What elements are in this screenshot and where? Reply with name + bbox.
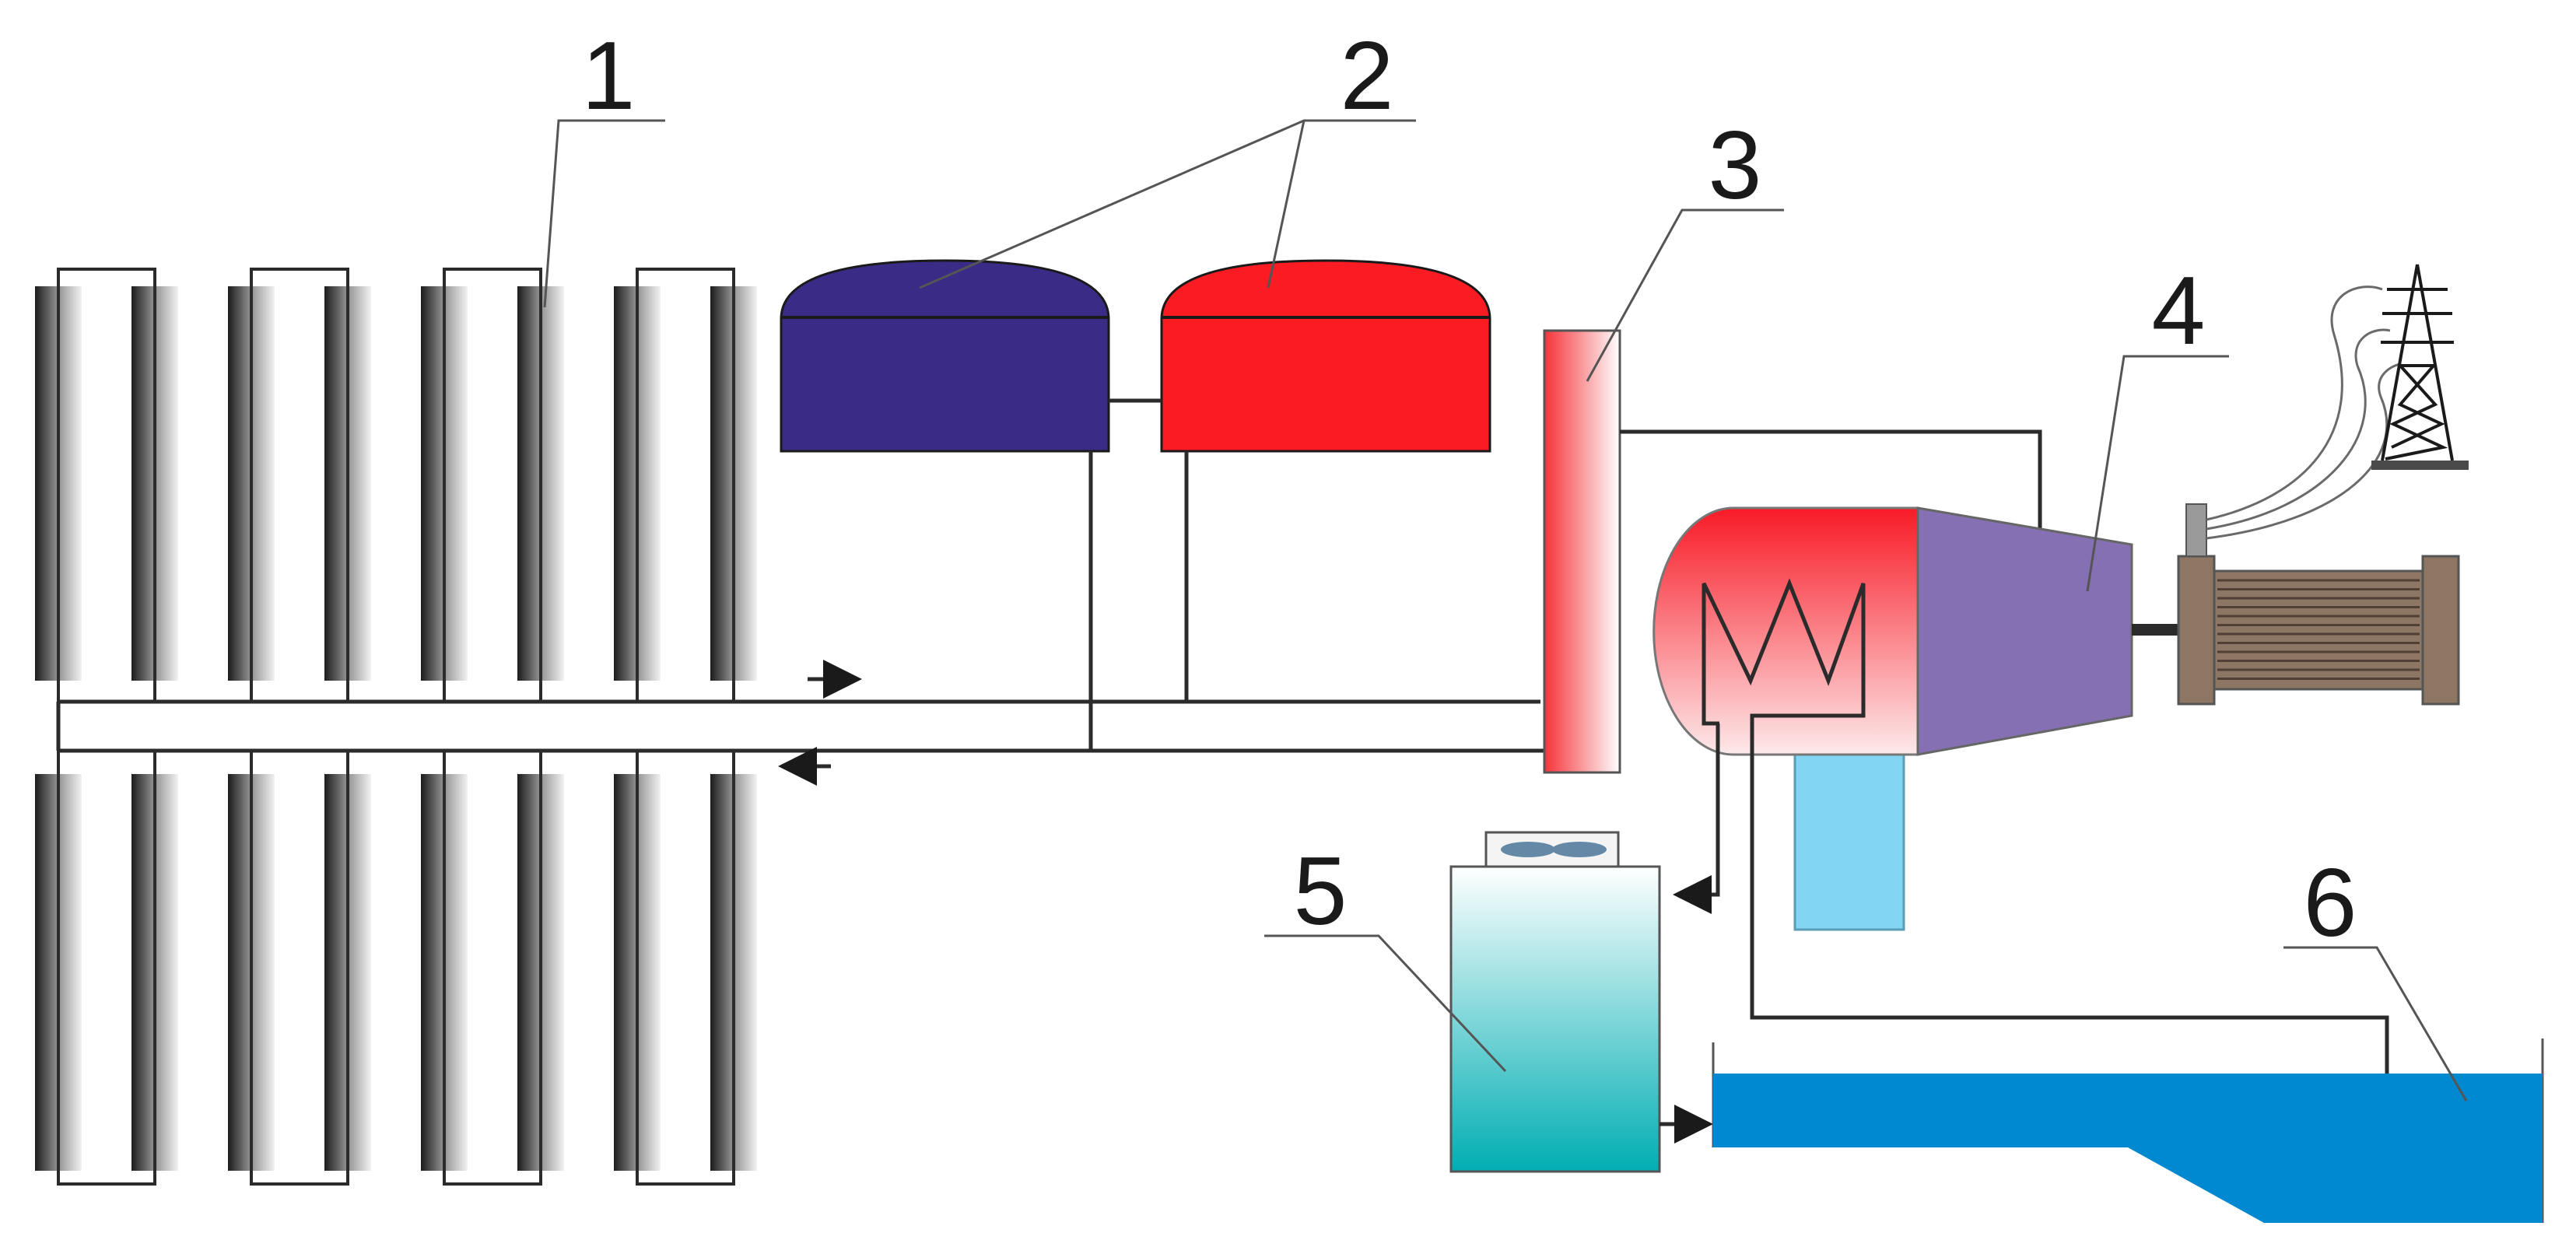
collector-loop [614, 751, 757, 1186]
collector-loop [228, 751, 371, 1186]
collector-loop-pipe [250, 774, 349, 1186]
collector-loop-pipe [57, 774, 156, 1186]
leader-line-3 [1586, 208, 1784, 382]
collector-loop [35, 268, 178, 702]
collector-loop [614, 268, 757, 702]
boiler-coil-icon [1652, 506, 1919, 756]
collector-loop-pipe [250, 268, 349, 681]
label-solar-field: 1 [582, 23, 636, 130]
cold-storage-tank-icon [780, 259, 1110, 453]
collector-loop [35, 751, 178, 1186]
label-turbine-generator: 4 [2152, 257, 2206, 365]
power-cables [2206, 285, 2401, 540]
cooling-tower-icon [1449, 865, 1661, 1173]
collector-loop [228, 268, 371, 702]
turbine-shaft [2132, 624, 2178, 636]
condensate-line [1673, 723, 1720, 914]
collector-loop [421, 268, 564, 702]
fan-blade [1552, 842, 1607, 857]
hot-storage-tank-icon [1160, 259, 1491, 453]
storage-tanks [780, 259, 1491, 751]
leader-lines [543, 119, 2468, 1102]
condenser-unit [1793, 749, 1905, 931]
collector-loop [421, 751, 564, 1186]
leader-line-6 [2283, 946, 2468, 1102]
collector-loop-pipe [443, 268, 542, 681]
label-storage-tanks: 2 [1341, 23, 1394, 130]
label-cooling-tower: 5 [1294, 838, 1348, 945]
heat-exchanger-icon [1543, 329, 1621, 774]
cooling-tower [1449, 831, 1713, 1173]
turbine-icon [1916, 506, 2133, 756]
leader-line-2b [1267, 120, 1306, 289]
leader-line-5 [1264, 934, 1507, 1073]
label-water-reservoir: 6 [2304, 849, 2357, 957]
fan-blade [1501, 842, 1555, 857]
labels: 1 2 3 4 5 6 [582, 23, 2357, 957]
collector-loop-pipe [57, 268, 156, 681]
power-block [1652, 264, 2469, 1124]
generator-icon [2177, 503, 2460, 706]
label-heat-exchanger: 3 [1709, 112, 1762, 219]
water-reservoir [1712, 1039, 2544, 1223]
collector-loop-pipe [636, 774, 735, 1186]
water-reservoir-icon [1713, 1074, 2543, 1223]
generator-fins [2217, 579, 2420, 680]
heat-exchanger [1543, 329, 2059, 774]
leader-line-4 [2086, 355, 2229, 592]
solar-collector-field [35, 268, 757, 1186]
transmission-tower-icon [2371, 264, 2469, 470]
leader-line-1 [543, 119, 665, 308]
header-pipes [56, 660, 1544, 786]
collector-loop-pipe [636, 268, 735, 681]
collector-loop-pipe [443, 774, 542, 1186]
boiler-coil [1702, 578, 2389, 1124]
